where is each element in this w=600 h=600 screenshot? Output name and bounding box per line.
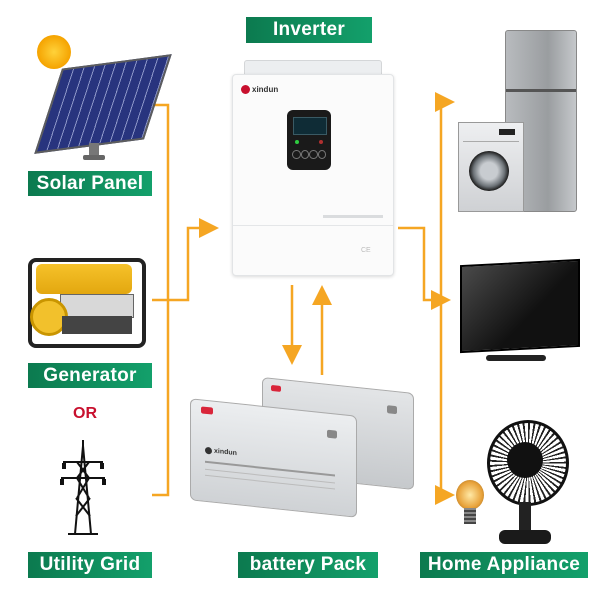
home-appliance-label: Home Appliance xyxy=(420,552,588,578)
tv-icon xyxy=(460,258,580,370)
brand-logo: xindun xyxy=(241,85,278,94)
power-tower-icon xyxy=(60,440,106,535)
inverter-display-panel xyxy=(287,110,331,170)
sun-icon xyxy=(37,35,71,69)
generator-label: Generator xyxy=(28,363,152,388)
utility-grid-label: Utility Grid xyxy=(28,552,152,578)
generator-icon xyxy=(22,248,146,353)
battery-brand-logo: xindun xyxy=(205,446,237,457)
washing-machine-icon xyxy=(458,122,524,212)
or-text: OR xyxy=(73,405,97,422)
inverter-label: Inverter xyxy=(246,17,372,43)
fan-icon xyxy=(485,420,569,550)
light-bulb-icon xyxy=(456,480,484,528)
solar-panel-label: Solar Panel xyxy=(28,171,152,196)
solar-panel-icon xyxy=(25,25,172,165)
battery-pack-label: battery Pack xyxy=(238,552,378,578)
battery-icon: xindun xyxy=(190,377,420,518)
inverter-icon: xindun CE xyxy=(232,60,394,276)
